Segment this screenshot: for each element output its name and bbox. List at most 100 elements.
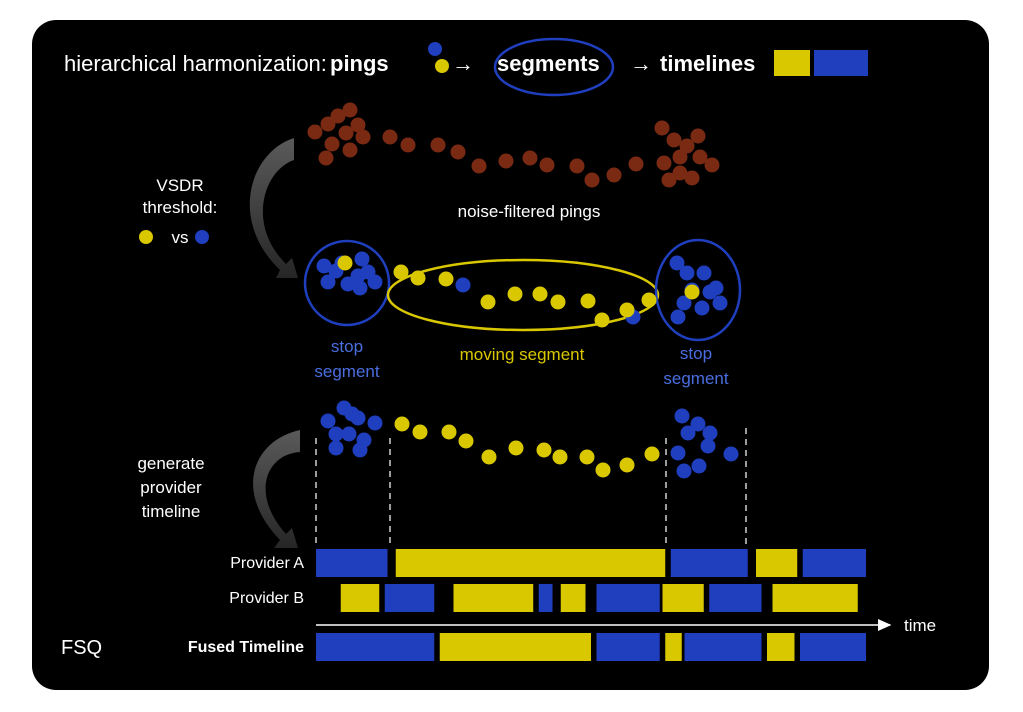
- timeline-block-yellow: [772, 584, 858, 612]
- header-prefix: hierarchical harmonization:: [64, 51, 327, 76]
- stop-segment-ellipse-left: [303, 239, 391, 327]
- brown-ping: [522, 150, 538, 166]
- moving-segment-ellipse: [386, 258, 660, 332]
- header-pings: pings: [330, 51, 389, 76]
- timeline-block-blue: [684, 633, 762, 661]
- segment-ping: [393, 264, 409, 280]
- time-label: time: [904, 616, 936, 635]
- stop-segment-right-line1: stop: [680, 344, 712, 363]
- generate-label-line2: provider: [140, 478, 202, 497]
- brown-ping: [666, 132, 682, 148]
- brown-ping: [690, 128, 706, 144]
- segment-ping: [316, 258, 332, 274]
- segment-ping: [676, 295, 692, 311]
- segment-ping: [340, 276, 356, 292]
- fsq-brand-label: FSQ: [61, 637, 102, 659]
- provider-ping: [344, 406, 360, 422]
- segment-ping: [480, 294, 496, 310]
- timeline-label: Fused Timeline: [188, 639, 304, 656]
- segment-ping: [641, 292, 657, 308]
- timeline-block-yellow: [662, 584, 704, 612]
- timeline-block-yellow: [340, 584, 380, 612]
- vs-label: vs: [172, 228, 189, 247]
- segment-ping: [337, 255, 353, 271]
- timeline-block-yellow: [756, 549, 798, 577]
- header-arrow-1: →: [452, 51, 474, 76]
- header-blue-block-icon: [814, 50, 868, 76]
- timeline-block-blue: [670, 549, 748, 577]
- segment-ping: [679, 265, 695, 281]
- provider-ping: [328, 440, 344, 456]
- brown-ping: [684, 170, 700, 186]
- segmented-pings: [316, 251, 728, 328]
- generate-label-line1: generate: [137, 454, 204, 473]
- timeline-block-yellow: [560, 584, 586, 612]
- timeline-label: Provider B: [229, 590, 304, 607]
- brown-ping: [584, 172, 600, 188]
- provider-ping: [412, 424, 428, 440]
- segment-ping: [619, 302, 635, 318]
- provider-ping: [670, 445, 686, 461]
- timeline-block-blue: [384, 584, 435, 612]
- provider-ping: [341, 426, 357, 442]
- provider-ping: [595, 462, 611, 478]
- segment-ping: [696, 265, 712, 281]
- timeline-block-blue: [802, 549, 866, 577]
- provider-ping: [676, 463, 692, 479]
- timeline-block-blue: [596, 584, 660, 612]
- segment-ping: [367, 274, 383, 290]
- brown-ping: [382, 129, 398, 145]
- stop-segment-left-line2: segment: [314, 362, 379, 381]
- segment-ping: [594, 312, 610, 328]
- provider-ping: [691, 458, 707, 474]
- brown-ping: [661, 172, 677, 188]
- segment-ping: [507, 286, 523, 302]
- segment-ping: [532, 286, 548, 302]
- header-blue-ping-icon: [428, 42, 442, 56]
- brown-ping: [355, 129, 371, 145]
- segment-ping: [670, 309, 686, 325]
- provider-ping: [680, 425, 696, 441]
- provider-ping: [579, 449, 595, 465]
- stop-segment-ellipse-right: [654, 238, 742, 342]
- brown-ping: [324, 136, 340, 152]
- segments-ellipse: [493, 37, 615, 97]
- vsdr-label: VSDR: [156, 176, 203, 195]
- timeline-block-yellow: [395, 549, 666, 577]
- brown-ping: [692, 149, 708, 165]
- brown-ping: [679, 138, 695, 154]
- brown-ping: [350, 117, 366, 133]
- provider-ping: [619, 457, 635, 473]
- brown-ping: [672, 165, 688, 181]
- segment-ping: [410, 270, 426, 286]
- brown-ping: [704, 157, 720, 173]
- brown-ping: [654, 120, 670, 136]
- timeline-label: Provider A: [230, 555, 304, 572]
- brown-ping: [342, 102, 358, 118]
- provider-ping: [674, 408, 690, 424]
- threshold-label: threshold:: [143, 198, 218, 217]
- brown-ping: [338, 125, 354, 141]
- brown-ping: [498, 153, 514, 169]
- provider-ping: [552, 449, 568, 465]
- provider-ping: [458, 433, 474, 449]
- provider-ping: [536, 442, 552, 458]
- brown-ping: [307, 124, 323, 140]
- header-arrow-2: →: [630, 51, 652, 76]
- brown-ping: [672, 149, 688, 165]
- provider-ping: [328, 426, 344, 442]
- brown-ping: [318, 150, 334, 166]
- timeline-block-yellow: [439, 633, 591, 661]
- segment-ping: [354, 251, 370, 267]
- segment-ping: [320, 274, 336, 290]
- stop-segment-left-line1: stop: [331, 337, 363, 356]
- brown-ping: [606, 167, 622, 183]
- segment-ping: [580, 293, 596, 309]
- brown-ping: [628, 156, 644, 172]
- brown-ping: [539, 157, 555, 173]
- brown-ping: [400, 137, 416, 153]
- provider-pings: [320, 400, 739, 479]
- noise-filtered-label: noise-filtered pings: [458, 202, 601, 221]
- provider-ping: [700, 438, 716, 454]
- provider-ping: [352, 442, 368, 458]
